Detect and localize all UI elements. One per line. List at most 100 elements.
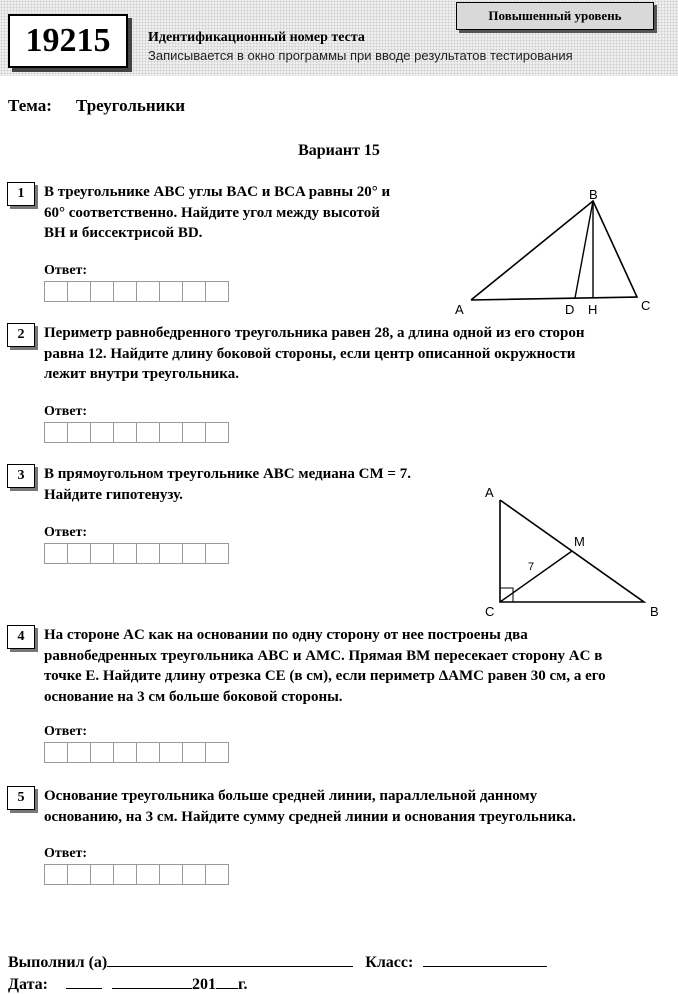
question-3-line: В прямоугольном треугольнике ABC медиана… [44, 466, 411, 482]
point-label-m: M [574, 534, 585, 549]
answer-cell[interactable] [182, 422, 206, 443]
answer-grid-3[interactable] [44, 543, 229, 564]
answer-cell[interactable] [113, 543, 137, 564]
point-label-h: H [588, 302, 597, 317]
answer-cell[interactable] [182, 864, 206, 885]
question-4-line: основание на 3 см больше боковой стороны… [44, 688, 343, 705]
question-5-line: основанию, на 3 см. Найдите сумму средне… [44, 808, 576, 825]
question-1-line: В треугольнике ABC углы BAC и BCA равны … [44, 184, 391, 200]
answer-cell[interactable] [182, 281, 206, 302]
answer-cell[interactable] [136, 422, 160, 443]
answer-cell[interactable] [44, 281, 68, 302]
question-text-1: В треугольнике ABC углы BAC и BCA равны … [44, 182, 390, 244]
question-text-5: Основание треугольника больше средней ли… [44, 786, 576, 827]
footer-performed-row: Выполнил (а) Класс: [8, 950, 548, 972]
question-number-3: 3 [7, 464, 35, 488]
answer-cell[interactable] [159, 742, 183, 763]
answer-cell[interactable] [159, 422, 183, 443]
question-2-line: Периметр равнобедренного треугольника ра… [44, 325, 585, 341]
answer-cell[interactable] [44, 543, 68, 564]
right-angle-mark [500, 587, 514, 602]
answer-label-1: Ответ: [44, 263, 88, 278]
vertex-label-c: C [641, 298, 650, 313]
date-year-field[interactable] [215, 972, 238, 989]
answer-grid-5[interactable] [44, 864, 229, 885]
answer-cell[interactable] [136, 543, 160, 564]
vertex-label-b: B [589, 187, 598, 202]
answer-cell[interactable] [182, 742, 206, 763]
answer-cell[interactable] [136, 281, 160, 302]
answer-cell[interactable] [159, 543, 183, 564]
answer-cell[interactable] [67, 543, 91, 564]
level-badge: Повышенный уровень [456, 2, 654, 30]
vertex-label-b: B [650, 604, 659, 619]
vertex-label-a: A [485, 485, 494, 500]
answer-cell[interactable] [205, 422, 229, 443]
answer-cell[interactable] [205, 864, 229, 885]
test-id-box: 19215 [8, 14, 128, 68]
question-1-line: BH и биссектрисой BD. [44, 225, 203, 241]
test-id-caption: Идентификационный номер теста [148, 30, 365, 45]
triangle-figure-2: A C B M 7 [485, 485, 659, 619]
answer-cell[interactable] [44, 864, 68, 885]
performed-by-field[interactable] [107, 950, 354, 967]
question-5-line: Основание треугольника больше средней ли… [44, 788, 538, 804]
answer-cell[interactable] [136, 742, 160, 763]
answer-cell[interactable] [159, 864, 183, 885]
test-id-subcaption: Записывается в окно программы при вводе … [148, 48, 573, 63]
question-text-4: На стороне AC как на основании по одну с… [44, 625, 606, 707]
question-text-2: Периметр равнобедренного треугольника ра… [44, 323, 585, 385]
answer-cell[interactable] [90, 281, 114, 302]
answer-cell[interactable] [182, 543, 206, 564]
answer-cell[interactable] [159, 281, 183, 302]
answer-grid-1[interactable] [44, 281, 229, 302]
question-text-3: В прямоугольном треугольнике ABC медиана… [44, 464, 411, 505]
answer-cell[interactable] [44, 742, 68, 763]
answer-cell[interactable] [205, 543, 229, 564]
answer-label-5: Ответ: [44, 846, 88, 861]
answer-cell[interactable] [90, 543, 114, 564]
answer-cell[interactable] [44, 422, 68, 443]
class-field[interactable] [423, 950, 548, 967]
answer-cell[interactable] [67, 281, 91, 302]
topic-value: Треугольники [76, 96, 186, 115]
question-1-line: 60° соответственно. Найдите угол между в… [44, 204, 380, 221]
question-4-line: На стороне AC как на основании по одну с… [44, 627, 528, 643]
year-prefix: 201 [191, 976, 216, 993]
answer-cell[interactable] [113, 281, 137, 302]
answer-cell[interactable] [67, 422, 91, 443]
answer-cell[interactable] [90, 422, 114, 443]
triangle-figure-1: A B C D H [455, 187, 650, 317]
question-4-line: точке E. Найдите длину отрезка CE (в см)… [44, 668, 606, 684]
answer-cell[interactable] [90, 864, 114, 885]
answer-cell[interactable] [113, 864, 137, 885]
answer-cell[interactable] [113, 422, 137, 443]
question-number-5: 5 [7, 786, 35, 810]
median-length-label: 7 [528, 561, 534, 573]
question-4-line: равнобедренных треугольника ABC и AMC. П… [44, 647, 603, 664]
answer-cell[interactable] [136, 864, 160, 885]
question-number-1: 1 [7, 182, 35, 206]
answer-cell[interactable] [67, 864, 91, 885]
answer-cell[interactable] [67, 742, 91, 763]
question-number-4: 4 [7, 625, 35, 649]
answer-label-2: Ответ: [44, 404, 88, 419]
question-2-line: лежит внутри треугольника. [44, 366, 239, 382]
answer-label-4: Ответ: [44, 724, 88, 739]
answer-grid-4[interactable] [44, 742, 229, 763]
question-2-line: равна 12. Найдите длину боковой стороны,… [44, 345, 576, 362]
date-label: Дата: [8, 976, 48, 993]
date-day-field[interactable] [65, 972, 102, 989]
answer-grid-2[interactable] [44, 422, 229, 443]
bisector-bd [574, 200, 594, 299]
question-number-2: 2 [7, 323, 35, 347]
median-cm [499, 550, 573, 603]
answer-cell[interactable] [205, 281, 229, 302]
date-month-field[interactable] [111, 972, 192, 989]
answer-cell[interactable] [113, 742, 137, 763]
topic-label: Тема: [8, 96, 52, 115]
answer-cell[interactable] [90, 742, 114, 763]
class-label: Класс: [365, 954, 414, 971]
point-label-d: D [565, 302, 574, 317]
answer-cell[interactable] [205, 742, 229, 763]
